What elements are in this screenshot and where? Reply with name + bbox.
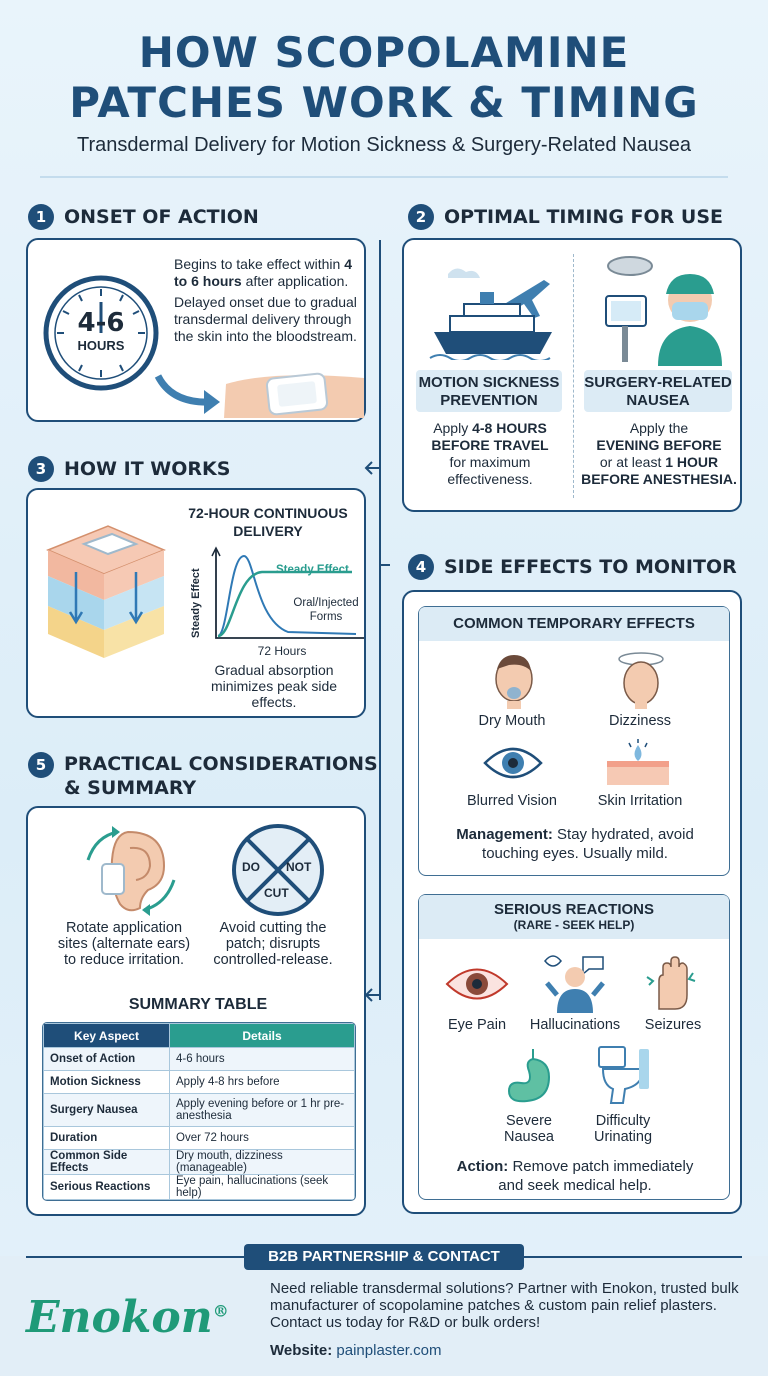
severe-nausea-icon [507,1049,551,1103]
section-5-title-line2: & SUMMARY [64,777,197,799]
footer [0,1256,768,1376]
footer-website: Website: painplaster.com [270,1342,442,1359]
section-4-heading: 4 SIDE EFFECTS TO MONITOR [408,554,737,580]
side-effects-card: COMMON TEMPORARY EFFECTS Dry Mouth Dizzi… [402,590,742,1214]
serious-reactions-box: SERIOUS REACTIONS (RARE - SEEK HELP) Eye… [418,894,730,1200]
clock-value: 4-6 [77,308,125,338]
onset-card: 4-6 HOURS Begins to take effect within 4… [26,238,366,422]
footer-text: Need reliable transdermal solutions? Par… [270,1280,739,1331]
clock-unit: HOURS [77,338,125,353]
reaction-hallucinations: Hallucinations [529,1017,621,1033]
section-5-title-line1: PRACTICAL CONSIDERATIONS [64,753,378,775]
sign-do: DO [242,860,260,874]
practical-card: DO NOT CUT Rotate application sites (alt… [26,806,366,1216]
surgeon-icon [605,256,722,366]
footer-banner: B2B PARTNERSHIP & CONTACT [244,1244,524,1270]
summary-table-title: SUMMARY TABLE [128,996,268,1013]
clock-icon [43,275,159,391]
hallucinations-icon [544,955,605,1013]
effect-skin-irritation: Skin Irritation [597,793,683,809]
section-1-title: ONSET OF ACTION [64,206,259,228]
reaction-severe-nausea: Severe Nausea [504,1113,554,1145]
how-it-works-card: 72-HOUR CONTINUOUS DELIVERY Steady Effec… [26,488,366,718]
table-header-details: Details [169,1023,355,1048]
surgery-timing: Apply the EVENING BEFORE or at least 1 H… [581,420,737,487]
seizures-icon [646,956,696,1010]
timing-divider [573,254,574,498]
dizziness-icon [618,652,664,709]
eye-pain-icon [445,968,509,1000]
ship-plane-icon [429,268,552,360]
ear-rotation-icon [86,826,176,916]
section-4-title: SIDE EFFECTS TO MONITOR [444,556,737,578]
delivery-chart [211,546,364,639]
chart-x-axis-label: 72 Hours [257,644,307,658]
skin-patch-icon [154,372,364,418]
chart-steady-label: Steady Effect [276,564,349,576]
section-5-heading: 5 PRACTICAL CONSIDERATIONS & SUMMARY [28,752,378,800]
effect-dizziness: Dizziness [608,713,672,729]
table-header-key: Key Aspect [43,1023,170,1048]
website-link[interactable]: painplaster.com [336,1342,442,1359]
brand-logo: Enokon® [26,1292,229,1343]
sign-cut: CUT [264,886,289,900]
section-1-number: 1 [28,204,54,230]
difficulty-urinating-icon [598,1046,649,1104]
section-3-number: 3 [28,456,54,482]
do-not-cut-text: Avoid cutting the patch; disrupts contro… [213,920,333,968]
skin-layers-icon [46,525,166,658]
management-note: Management: Stay hydrated, avoid touchin… [456,826,694,862]
rotate-sites-text: Rotate application sites (alternate ears… [57,920,191,968]
page-subtitle: Transdermal Delivery for Motion Sickness… [77,134,691,156]
chart-oral-label: Oral/Injected Forms [293,597,359,623]
blurred-vision-icon [483,747,543,779]
onset-text-1: Begins to take effect within 4 to 6 hour… [174,256,352,289]
common-effects-header: COMMON TEMPORARY EFFECTS [419,607,729,641]
section-1-heading: 1 ONSET OF ACTION [28,204,259,230]
effect-blurred-vision: Blurred Vision [466,793,557,809]
skin-irritation-icon [607,739,669,785]
section-3-title: HOW IT WORKS [64,458,231,480]
section-2-title: OPTIMAL TIMING FOR USE [444,206,724,228]
motion-sickness-timing: Apply 4-8 HOURS BEFORE TRAVEL for maximu… [431,420,549,487]
sign-not: NOT [286,860,312,874]
motion-sickness-label: MOTION SICKNESS PREVENTION [416,370,562,412]
reaction-difficulty-urinating: Difficulty Urinating [593,1113,653,1145]
effect-dry-mouth: Dry Mouth [478,713,546,729]
common-effects-box: COMMON TEMPORARY EFFECTS Dry Mouth Dizzi… [418,606,730,876]
page-title: HOW SCOPOLAMINE PATCHES WORK & TIMING [69,28,699,127]
section-2-number: 2 [408,204,434,230]
reaction-seizures: Seizures [644,1017,702,1033]
chart-y-axis-label: Steady Effect [190,568,202,638]
chart-title: 72-HOUR CONTINUOUS DELIVERY [188,505,348,539]
section-5-number: 5 [28,752,54,778]
connector-lines [364,240,390,1002]
surgery-nausea-label: SURGERY-RELATED NAUSEA [584,370,732,412]
section-4-number: 4 [408,554,434,580]
how-it-works-caption: Gradual absorption minimizes peak side e… [210,662,338,710]
action-note: Action: Remove patch immediately and see… [456,1158,694,1194]
header-divider [40,176,728,178]
section-2-heading: 2 OPTIMAL TIMING FOR USE [408,204,723,230]
reaction-eye-pain: Eye Pain [447,1017,507,1033]
onset-text-2: Delayed onset due to gradual transdermal… [174,294,357,344]
do-not-cut-icon [232,824,324,916]
dry-mouth-icon [495,655,533,709]
serious-reactions-header: SERIOUS REACTIONS (RARE - SEEK HELP) [419,895,729,939]
timing-card: MOTION SICKNESS PREVENTION SURGERY-RELAT… [402,238,742,512]
section-3-heading: 3 HOW IT WORKS [28,456,230,482]
